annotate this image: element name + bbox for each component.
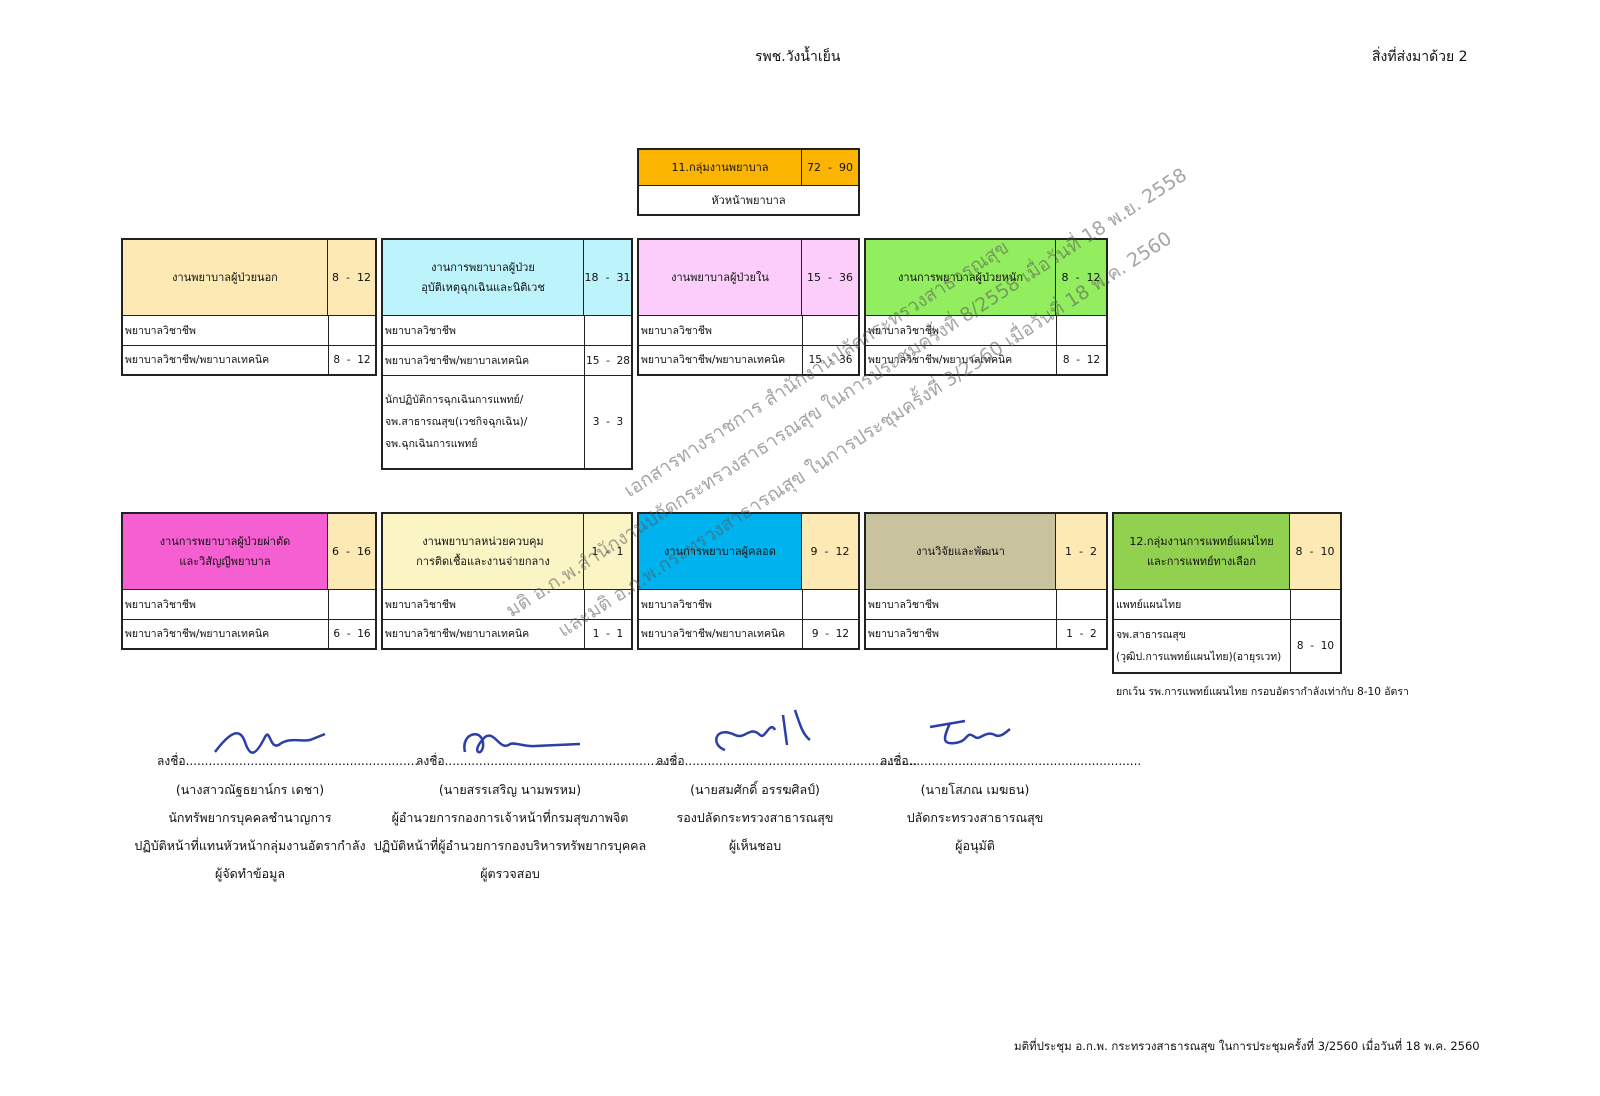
row2-unit-1-range: 1 - 1 <box>584 514 631 590</box>
signature-scribble-1 <box>214 732 326 754</box>
row2-unit-1: งานพยาบาลหน่วยควบคุม การติดเชื้อและงานจ่… <box>381 512 633 650</box>
row2-unit-4-row-1-label: จพ.สาธารณสุข (วุฒิป.การแพทย์แผนไทย)(อายุ… <box>1116 629 1282 663</box>
hospital-title: รพช.วังน้ำเย็น <box>755 49 841 65</box>
signature-2-title-1: ผู้เห็นชอบ <box>728 838 782 853</box>
row2-unit-3-row-0-value <box>1056 590 1106 620</box>
signature-3-block: (นายโสภณ เมฆธน) ปลัดกระทรวงสาธารณสุขผู้อน… <box>860 776 1090 860</box>
signature-1-name: (นายสรรเสริญ นามพรหม) <box>438 782 582 797</box>
signature-scribble-3 <box>715 709 811 752</box>
attachment-label: สิ่งที่ส่งมาด้วย 2 <box>1372 49 1468 65</box>
signature-0-title-0: นักทรัพยากรบุคคลชำนาญการ <box>168 810 332 825</box>
row1-unit-2-row-1-value: 15 - 36 <box>802 346 858 374</box>
row1-unit-2-name: งานพยาบาลผู้ป่วยใน <box>639 240 802 316</box>
row2-unit-3-row-0-label: พยาบาลวิชาชีพ <box>866 590 1056 620</box>
row2-unit-3-row-1-label: พยาบาลวิชาชีพ <box>868 628 939 640</box>
row1-unit-2-range: 15 - 36 <box>802 240 858 316</box>
signature-2-block: (นายสมศักดิ์ อรรฆศิลป์) รองปลัดกระทรวงสาธ… <box>640 776 870 860</box>
row1-unit-1-row-1-value: 15 - 28 <box>584 346 631 376</box>
signature-scribble-4 <box>929 719 1011 745</box>
row1-unit-0-name: งานพยาบาลผู้ป่วยนอก <box>123 240 328 316</box>
row1-unit-1-row-0-value <box>584 316 631 346</box>
top-unit-range: 72 - 90 <box>802 150 858 186</box>
row1-unit-3-row-0-value <box>1056 316 1106 346</box>
row2-unit-2-row-0-label: พยาบาลวิชาชีพ <box>639 590 802 620</box>
row1-unit-1-row-2-label: นักปฏิบัติการฉุกเฉินการแพทย์/ จพ.สาธารณส… <box>385 394 528 450</box>
signature-2-line: ลงชื่อ..................................… <box>656 754 918 768</box>
top-unit-name: 11.กลุ่มงานพยาบาล <box>639 150 802 186</box>
signature-1-title-2: ผู้ตรวจสอบ <box>480 866 540 881</box>
row2-unit-1-row-0-label: พยาบาลวิชาชีพ <box>383 590 584 620</box>
row1-unit-0-row-0-label: พยาบาลวิชาชีพ <box>123 316 328 346</box>
signature-3-title-1: ผู้อนุมัติ <box>955 838 995 853</box>
signature-3-line: ลงชื่อ..................................… <box>880 754 1142 768</box>
top-unit-box: 11.กลุ่มงานพยาบาล 72 - 90 หัวหน้าพยาบาล <box>637 148 860 216</box>
row1-unit-2-row-1-label: พยาบาลวิชาชีพ/พยาบาลเทคนิค <box>641 354 786 366</box>
row2-unit-1-row-1-label: พยาบาลวิชาชีพ/พยาบาลเทคนิค <box>385 628 530 640</box>
signature-0-line: ลงชื่อ..................................… <box>157 754 419 768</box>
row1-unit-1: งานการพยาบาลผู้ป่วย อุบัติเหตุฉุกเฉินและ… <box>381 238 633 470</box>
row1-unit-0-range: 8 - 12 <box>328 240 375 316</box>
row2-unit-2-row-0-value <box>802 590 858 620</box>
row2-unit-4-row-0-label: แพทย์แผนไทย <box>1114 590 1290 620</box>
row1-unit-0-row-1-value: 8 - 12 <box>328 346 375 374</box>
row1-unit-3-range: 8 - 12 <box>1056 240 1106 316</box>
top-unit-position: หัวหน้าพยาบาล <box>711 194 786 207</box>
row1-unit-0-row-0-value <box>328 316 375 346</box>
row1-unit-3-row-1-value: 8 - 12 <box>1056 346 1106 374</box>
row2-unit-1-row-1-value: 1 - 1 <box>584 620 631 648</box>
signature-3-name: (นายโสภณ เมฆธน) <box>920 782 1030 797</box>
row1-unit-2-row-0-label: พยาบาลวิชาชีพ <box>639 316 802 346</box>
row1-unit-1-row-0-label: พยาบาลวิชาชีพ <box>383 316 584 346</box>
signature-1-title-0: ผู้อำนวยการกองการเจ้าหน้าที่กรมสุขภาพจิต <box>391 810 629 825</box>
row2-unit-0-row-0-value <box>328 590 375 620</box>
signature-0-title-2: ผู้จัดทำข้อมูล <box>215 866 285 881</box>
row2-unit-0-row-1-value: 6 - 16 <box>328 620 375 648</box>
signature-1-block: (นายสรรเสริญ นามพรหม) ผู้อำนวยการกองการเจ… <box>370 776 650 888</box>
row2-unit-1-row-0-value <box>584 590 631 620</box>
row2-unit-0: งานการพยาบาลผู้ป่วยผ่าตัด และวิสัญญีพยาบ… <box>121 512 377 650</box>
row1-unit-3-row-1-label: พยาบาลวิชาชีพ/พยาบาลเทคนิค <box>868 354 1013 366</box>
row2-unit-3-name: งานวิจัยและพัฒนา <box>866 514 1056 590</box>
row2-unit-2-range: 9 - 12 <box>802 514 858 590</box>
row2-unit-3-range: 1 - 2 <box>1056 514 1106 590</box>
signature-1-line: ลงชื่อ..................................… <box>416 754 678 768</box>
row2-unit-3-row-1-value: 1 - 2 <box>1056 620 1106 648</box>
row2-unit-1-name: งานพยาบาลหน่วยควบคุม การติดเชื้อและงานจ่… <box>383 514 584 590</box>
row2-unit-2-row-1-value: 9 - 12 <box>802 620 858 648</box>
row2-unit-2-row-1-label: พยาบาลวิชาชีพ/พยาบาลเทคนิค <box>641 628 786 640</box>
signature-0-name: (นางสาวณัฐธยาน์กร เดชา) <box>175 782 325 797</box>
row2-unit-4-name: 12.กลุ่มงานการแพทย์แผนไทย และการแพทย์ทาง… <box>1114 514 1290 590</box>
signature-0-block: (นางสาวณัฐธยาน์กร เดชา) นักทรัพยากรบุคคลช… <box>120 776 380 888</box>
signature-0-title-1: ปฏิบัติหน้าที่แทนหัวหน้ากลุ่มงานอัตรากำล… <box>134 838 366 853</box>
row1-unit-1-row-1-label: พยาบาลวิชาชีพ/พยาบาลเทคนิค <box>383 346 584 376</box>
row1-unit-3-row-0-label: พยาบาลวิชาชีพ <box>866 316 1056 346</box>
row2-unit-2-name: งานการพยาบาลผู้คลอด <box>639 514 802 590</box>
row2-unit-4-row-0-value <box>1290 590 1340 620</box>
row2-unit-0-row-0-label: พยาบาลวิชาชีพ <box>123 590 328 620</box>
signature-2-title-0: รองปลัดกระทรวงสาธารณสุข <box>676 810 834 825</box>
row1-unit-1-range: 18 - 31 <box>584 240 631 316</box>
signature-scribble-2 <box>463 733 581 754</box>
row2-unit-4: 12.กลุ่มงานการแพทย์แผนไทย และการแพทย์ทาง… <box>1112 512 1342 674</box>
row2-unit-4-range: 8 - 10 <box>1290 514 1340 590</box>
row1-unit-3-name: งานการพยาบาลผู้ป่วยหนัก <box>866 240 1056 316</box>
row2-unit-4-row-1-value: 8 - 10 <box>1290 620 1340 672</box>
row2-unit-0-row-1-label: พยาบาลวิชาชีพ/พยาบาลเทคนิค <box>125 628 270 640</box>
row2-unit-0-name: งานการพยาบาลผู้ป่วยผ่าตัด และวิสัญญีพยาบ… <box>123 514 328 590</box>
row2-unit-0-range: 6 - 16 <box>328 514 375 590</box>
signature-3-title-0: ปลัดกระทรวงสาธารณสุข <box>906 810 1044 825</box>
row1-unit-0-row-1-label: พยาบาลวิชาชีพ/พยาบาลเทคนิค <box>125 354 270 366</box>
signature-1-title-1: ปฏิบัติหน้าที่ผู้อำนวยการกองบริหารทรัพยา… <box>373 838 647 853</box>
row1-unit-2-row-0-value <box>802 316 858 346</box>
footer-resolution: มติที่ประชุม อ.ก.พ. กระทรวงสาธารณสุข ในก… <box>1014 1039 1480 1053</box>
row1-unit-1-row-2-value: 3 - 3 <box>584 376 631 468</box>
exception-note: ยกเว้น รพ.การแพทย์แผนไทย กรอบอัตรากำลังเ… <box>1116 686 1409 698</box>
signature-2-name: (นายสมศักดิ์ อรรฆศิลป์) <box>690 782 820 797</box>
row1-unit-1-name: งานการพยาบาลผู้ป่วย อุบัติเหตุฉุกเฉินและ… <box>383 240 584 316</box>
